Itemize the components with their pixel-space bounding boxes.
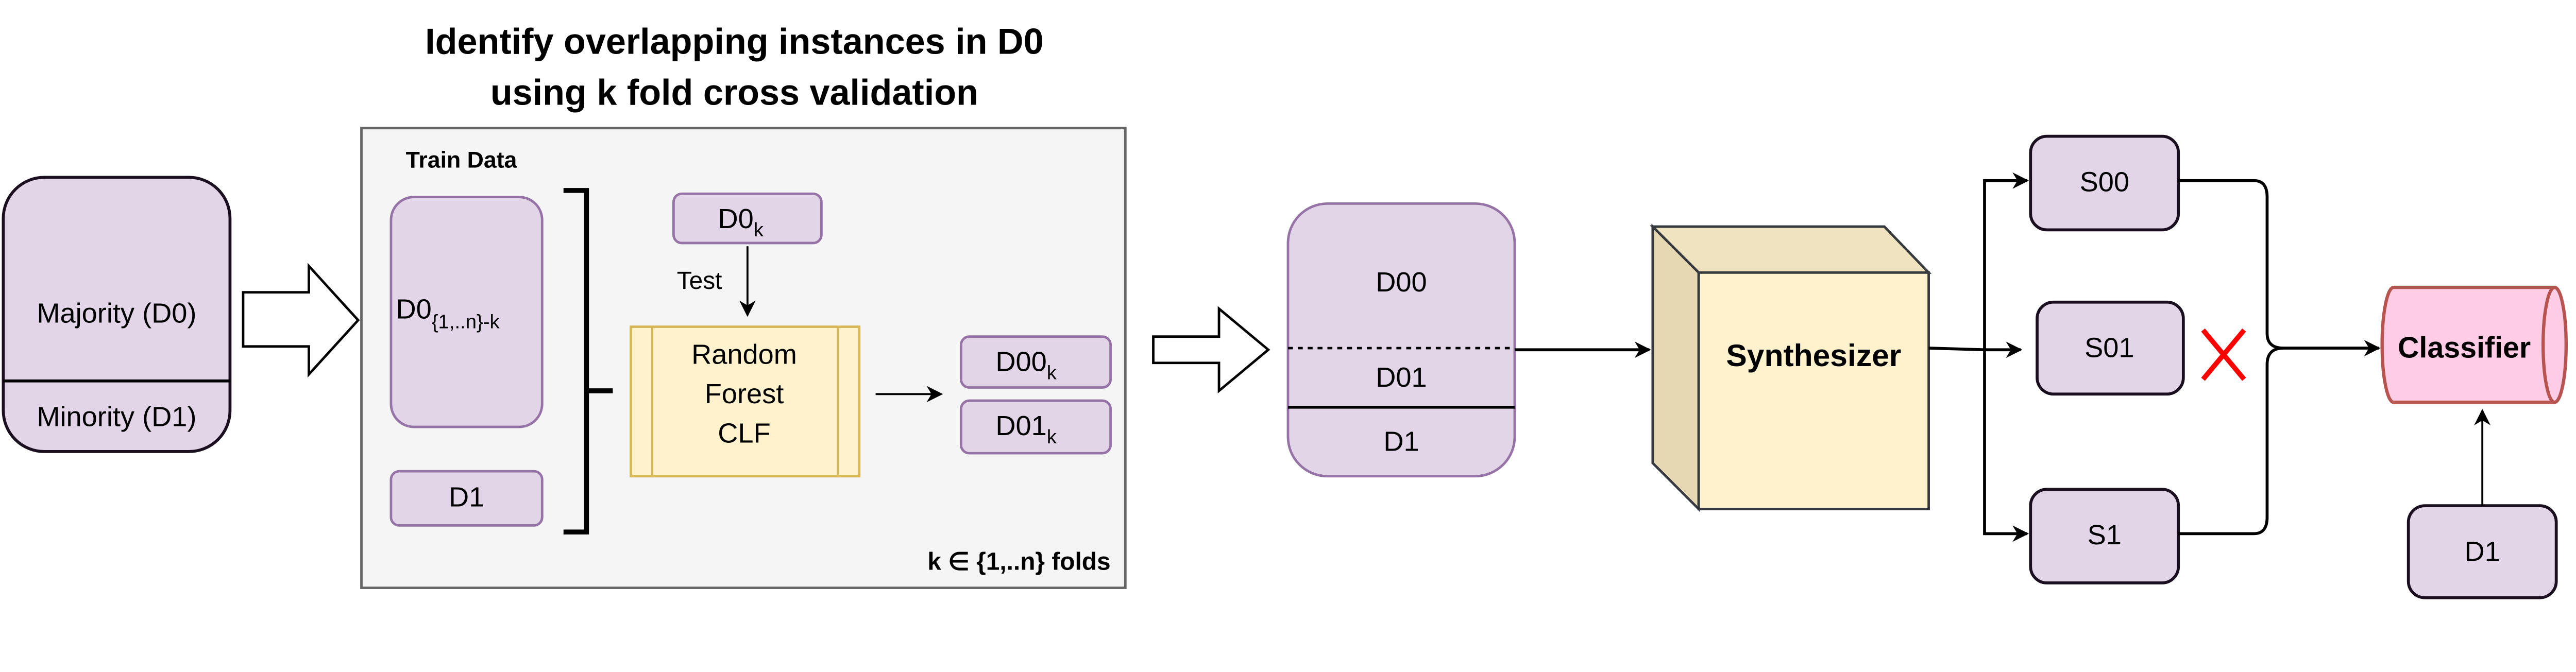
train-d1-label: D1 bbox=[449, 482, 484, 513]
test-label: Test bbox=[677, 267, 722, 295]
title-line-1: Identify overlapping instances in D0 bbox=[425, 21, 1043, 62]
clf-line-2: Forest bbox=[705, 378, 784, 409]
out-d01k-label: D01k bbox=[995, 410, 1057, 448]
s00-box bbox=[2029, 134, 2180, 232]
s00-to-classifier bbox=[2178, 179, 2381, 356]
hollow-arrow-icon bbox=[242, 263, 360, 378]
out-d01k-box bbox=[960, 399, 1112, 455]
train-d1-box bbox=[389, 470, 544, 527]
title-line-2: using k fold cross validation bbox=[490, 72, 978, 112]
minority-label: Minority (D1) bbox=[37, 401, 196, 432]
synthesizer: Synthesizer bbox=[1650, 223, 1932, 512]
pipeline-diagram: Identify overlapping instances in D0 usi… bbox=[2, 21, 2568, 599]
train-data-label: Train Data bbox=[406, 147, 518, 173]
s1-to-classifier bbox=[2178, 347, 2284, 536]
classifier: Classifier bbox=[2380, 285, 2568, 404]
s1-label: S1 bbox=[2088, 520, 2122, 550]
test-d0k-box bbox=[672, 192, 823, 245]
to-s1-arrow bbox=[1983, 350, 2029, 542]
input-dataset: Majority (D0) Minority (D1) bbox=[2, 176, 232, 453]
final-d1-label: D1 bbox=[2465, 536, 2500, 567]
bracket bbox=[563, 188, 613, 535]
s00-label: S00 bbox=[2080, 166, 2129, 197]
majority-label: Majority (D0) bbox=[37, 298, 196, 329]
synthesizer-label: Synthesizer bbox=[1726, 338, 1901, 373]
test-d0k-label: D0k bbox=[718, 203, 764, 241]
d00-label: D00 bbox=[1376, 267, 1427, 298]
folds-label: k ∈ {1,..n} folds bbox=[927, 548, 1110, 575]
s1-box bbox=[2029, 488, 2180, 584]
train-d0-box bbox=[389, 196, 544, 428]
train-d0-label: D0{1,..n}-k bbox=[396, 294, 500, 333]
classifier-label: Classifier bbox=[2398, 331, 2531, 364]
d1-label: D1 bbox=[1383, 426, 1419, 457]
cross-validation-panel: Train Data D0{1,..n}-k D1 D0k Test Rando… bbox=[360, 127, 1127, 589]
split-dataset: D00 D01 D1 bbox=[1286, 202, 1516, 478]
random-forest-clf: Random Forest CLF bbox=[630, 325, 861, 478]
clf-line-1: Random bbox=[691, 339, 797, 370]
hollow-arrow-icon bbox=[1152, 306, 1270, 394]
red-x-icon bbox=[2201, 328, 2246, 381]
out-d00k-box bbox=[960, 335, 1112, 389]
to-s01-arrow bbox=[1928, 341, 2023, 358]
s01-box bbox=[2036, 300, 2185, 396]
out-d00k-label: D00k bbox=[995, 347, 1057, 384]
to-s00-arrow bbox=[1983, 172, 2029, 350]
clf-line-3: CLF bbox=[718, 418, 770, 449]
d01-label: D01 bbox=[1376, 362, 1427, 393]
s01-label: S01 bbox=[2084, 333, 2134, 364]
